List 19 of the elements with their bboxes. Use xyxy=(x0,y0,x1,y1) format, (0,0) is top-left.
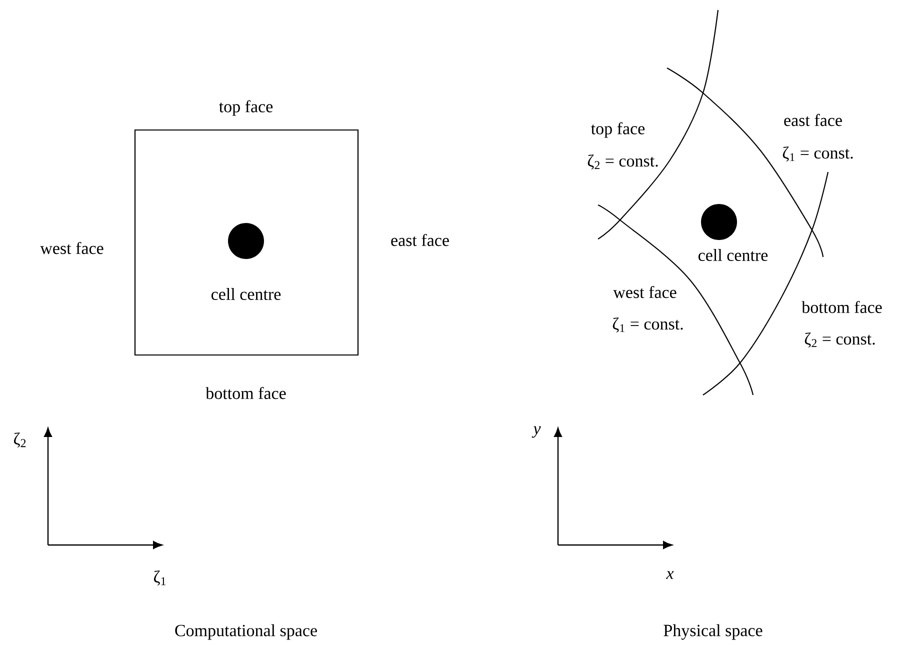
face-label: west face xyxy=(40,242,104,254)
axis-label: x xyxy=(666,571,674,579)
face-label: ζ$_{2}$ = const. xyxy=(588,154,658,170)
face-label: ζ$_{1}$ = const. xyxy=(782,146,853,162)
face-label: west face xyxy=(613,286,676,298)
cell-box: cell centre xyxy=(134,129,359,356)
axis-label: ζ$_{1}$ xyxy=(154,570,166,586)
axis-label: ζ$_{2}$ xyxy=(14,432,26,448)
face-label: bottom face xyxy=(802,300,882,314)
face-label: cell centre xyxy=(698,249,768,261)
face-label: east face xyxy=(784,114,842,126)
axis-label: y xyxy=(532,426,541,438)
caption: Computational space xyxy=(175,624,317,640)
face-label: east face xyxy=(391,234,449,246)
caption: Physical space xyxy=(664,624,762,640)
face-label: top face xyxy=(591,122,645,138)
face-label: ζ$_{2}$ = const. xyxy=(804,332,875,348)
face-label: bottom face xyxy=(206,386,286,400)
face-label: ζ$_{1}$ = const. xyxy=(612,318,683,332)
